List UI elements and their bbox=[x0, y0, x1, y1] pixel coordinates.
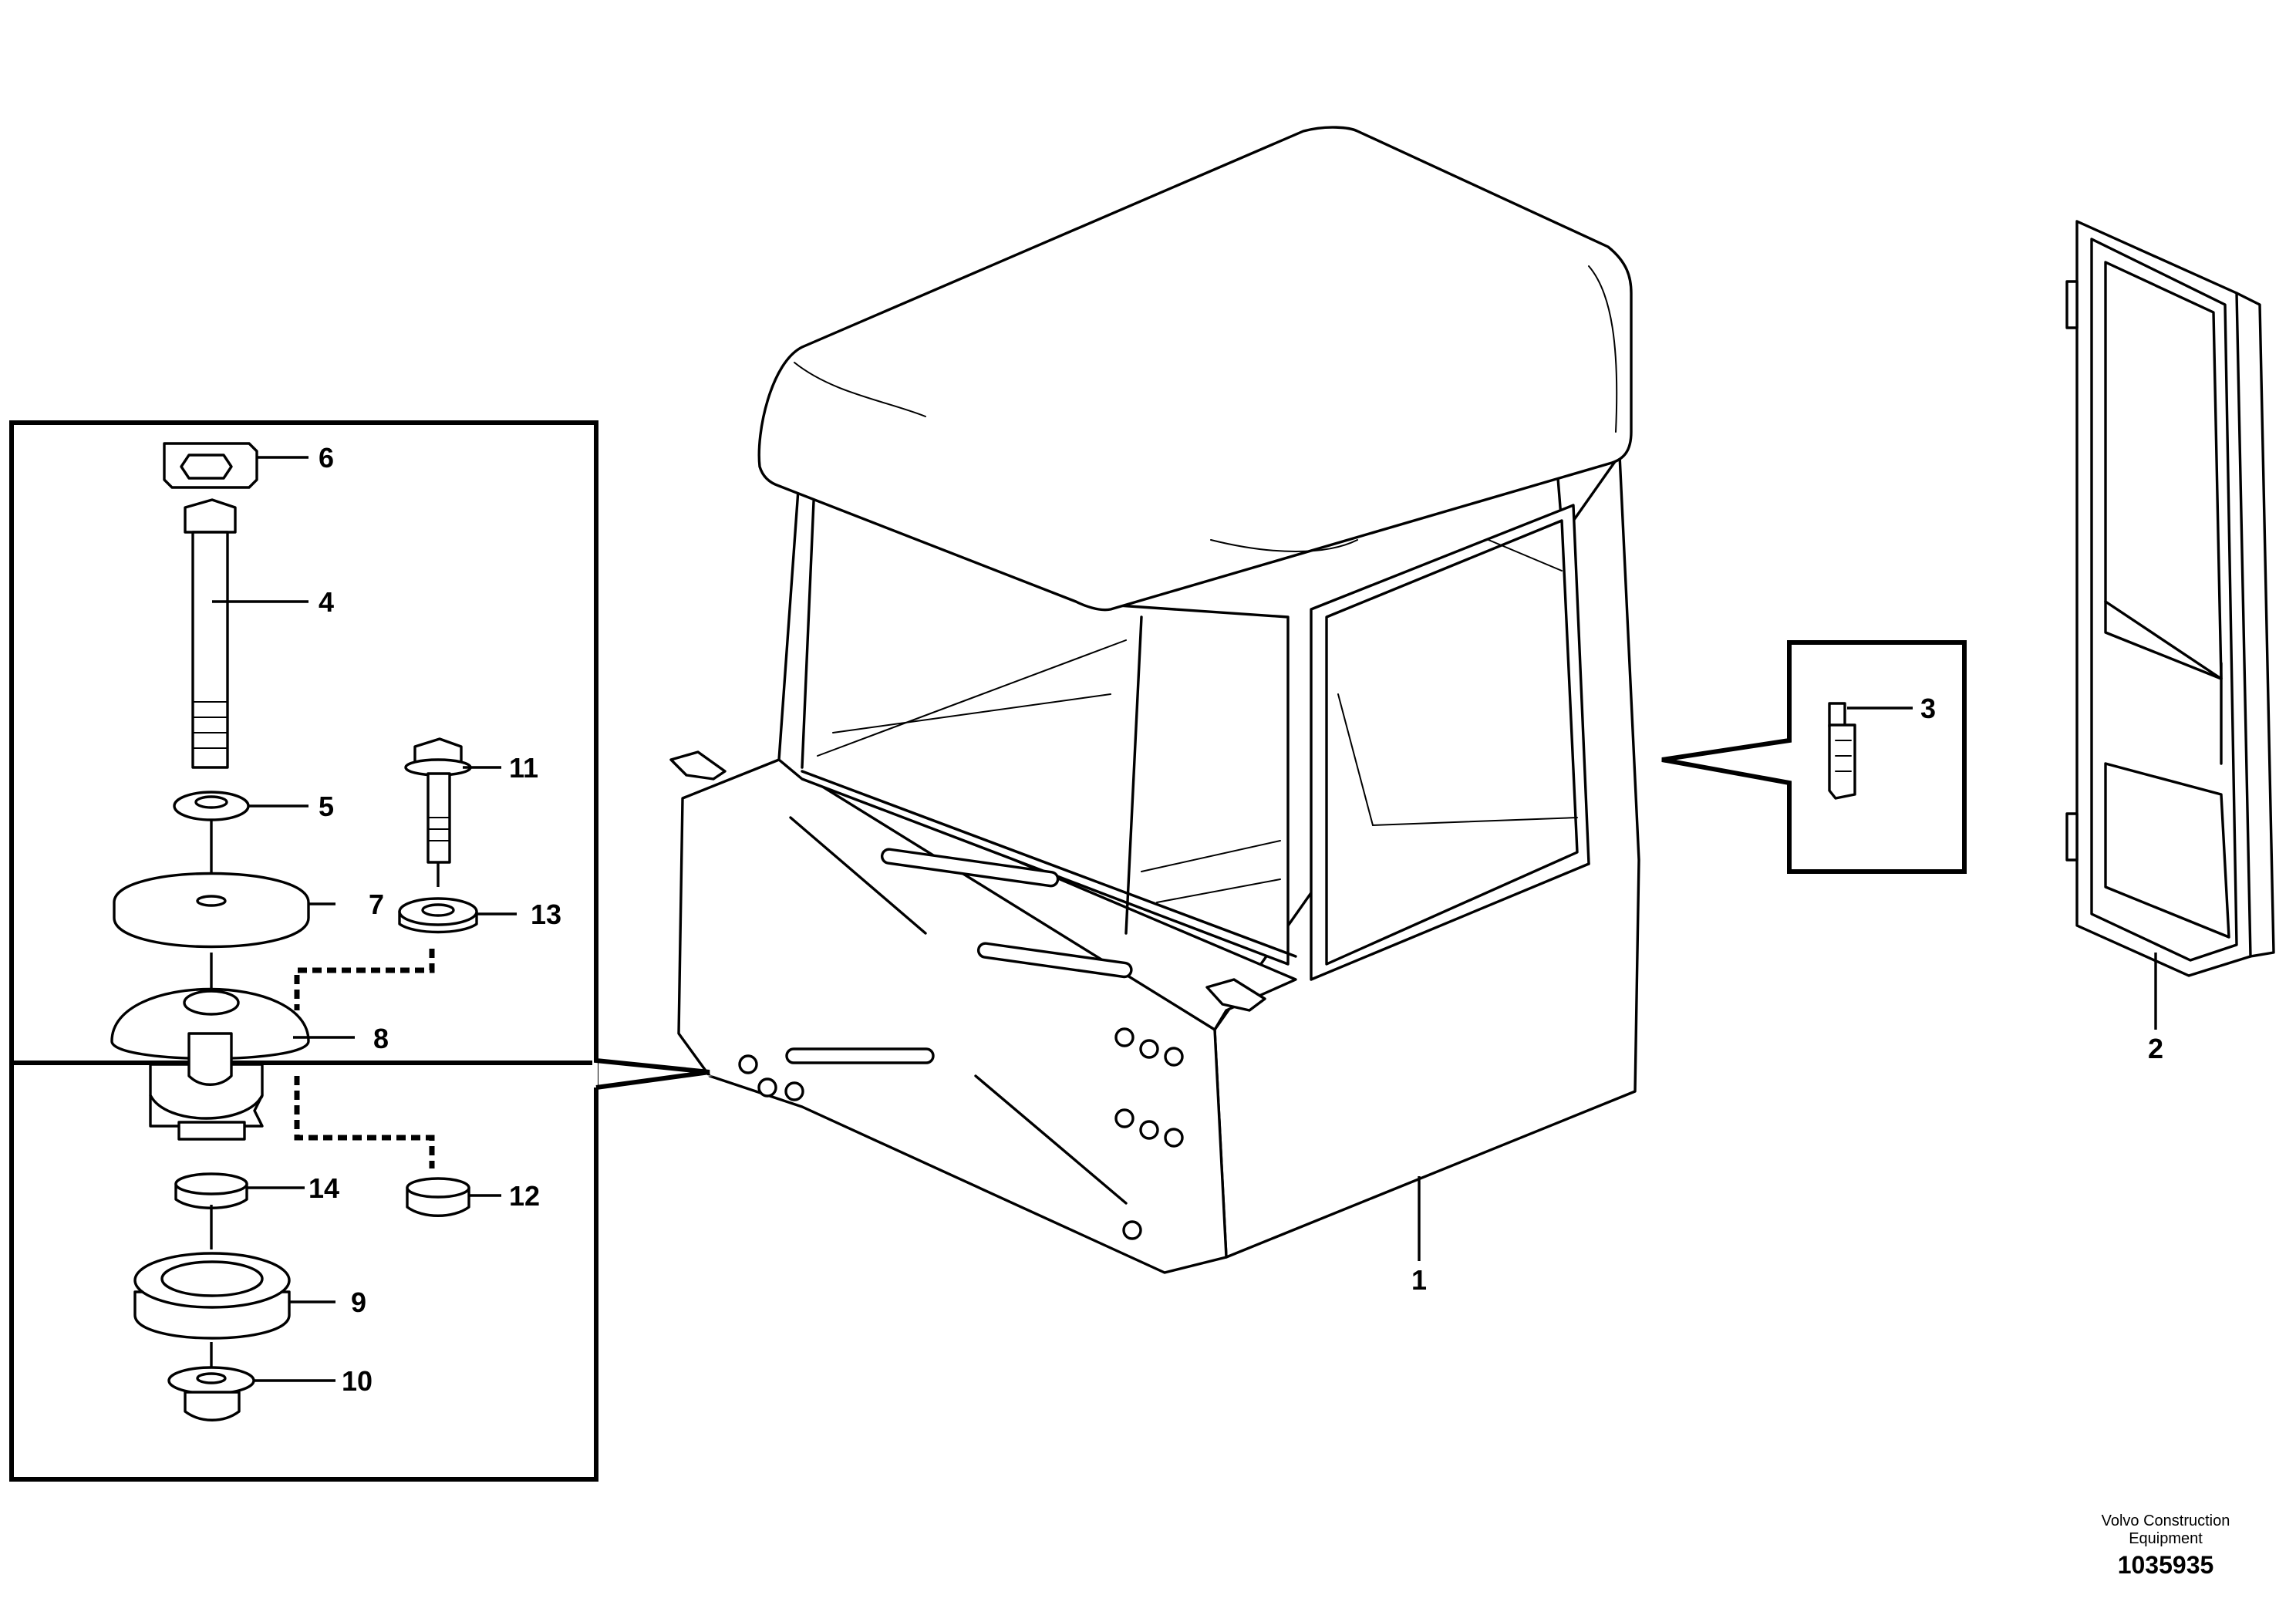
hinge-detail-box bbox=[1661, 640, 1967, 874]
door-illustration bbox=[2065, 220, 2275, 977]
leader-lines bbox=[212, 456, 2157, 1382]
callout-5: 5 bbox=[319, 791, 334, 822]
callout-12: 12 bbox=[509, 1180, 540, 1212]
callout-6: 6 bbox=[319, 442, 334, 474]
company-line-1: Volvo Construction bbox=[2102, 1512, 2230, 1529]
callout-labels: 1 2 3 4 5 6 7 8 9 10 11 12 13 14 bbox=[308, 442, 2163, 1397]
footer-credit: Volvo Construction Equipment 1035935 bbox=[2102, 1512, 2230, 1579]
callout-7: 7 bbox=[369, 889, 384, 920]
callout-14: 14 bbox=[308, 1172, 339, 1204]
callout-11: 11 bbox=[509, 752, 538, 784]
callout-10: 10 bbox=[342, 1365, 373, 1397]
callout-4: 4 bbox=[319, 586, 334, 618]
callout-2: 2 bbox=[2148, 1033, 2163, 1064]
document-number: 1035935 bbox=[2118, 1551, 2214, 1579]
callout-1: 1 bbox=[1411, 1264, 1427, 1296]
callout-13: 13 bbox=[531, 899, 561, 930]
callout-9: 9 bbox=[351, 1286, 366, 1318]
cab-illustration bbox=[669, 126, 1640, 1274]
company-line-2: Equipment bbox=[2129, 1530, 2203, 1547]
mount-detail-box bbox=[9, 420, 713, 1482]
callout-8: 8 bbox=[373, 1023, 389, 1054]
callout-3: 3 bbox=[1920, 693, 1936, 724]
